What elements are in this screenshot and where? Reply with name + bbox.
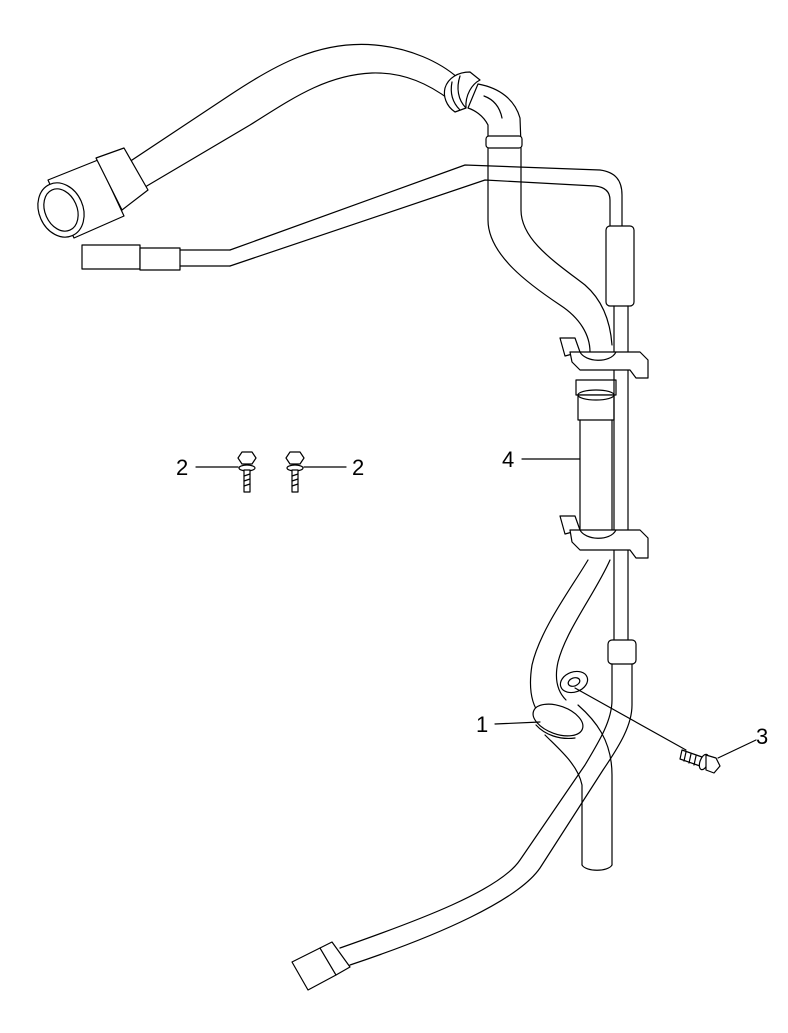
- callout-2a: 2: [176, 455, 188, 480]
- main-hose: [487, 147, 617, 871]
- callout-3: 3: [756, 724, 768, 749]
- hose-end-connector: [37, 147, 149, 239]
- callout-2b: 2: [352, 455, 364, 480]
- callout-1: 1: [476, 712, 488, 737]
- thin-pipe-connector: [81, 244, 231, 271]
- bolt-2b: [285, 451, 305, 493]
- clamp-lower: [559, 515, 649, 559]
- thin-pipe: [229, 164, 637, 991]
- bolt-2a: [237, 451, 257, 493]
- clamp-upper: [559, 337, 649, 379]
- upper-hose: [119, 43, 523, 191]
- bolt-3: [679, 749, 721, 774]
- callout-4: 4: [502, 447, 514, 472]
- leader-lines: [195, 458, 757, 759]
